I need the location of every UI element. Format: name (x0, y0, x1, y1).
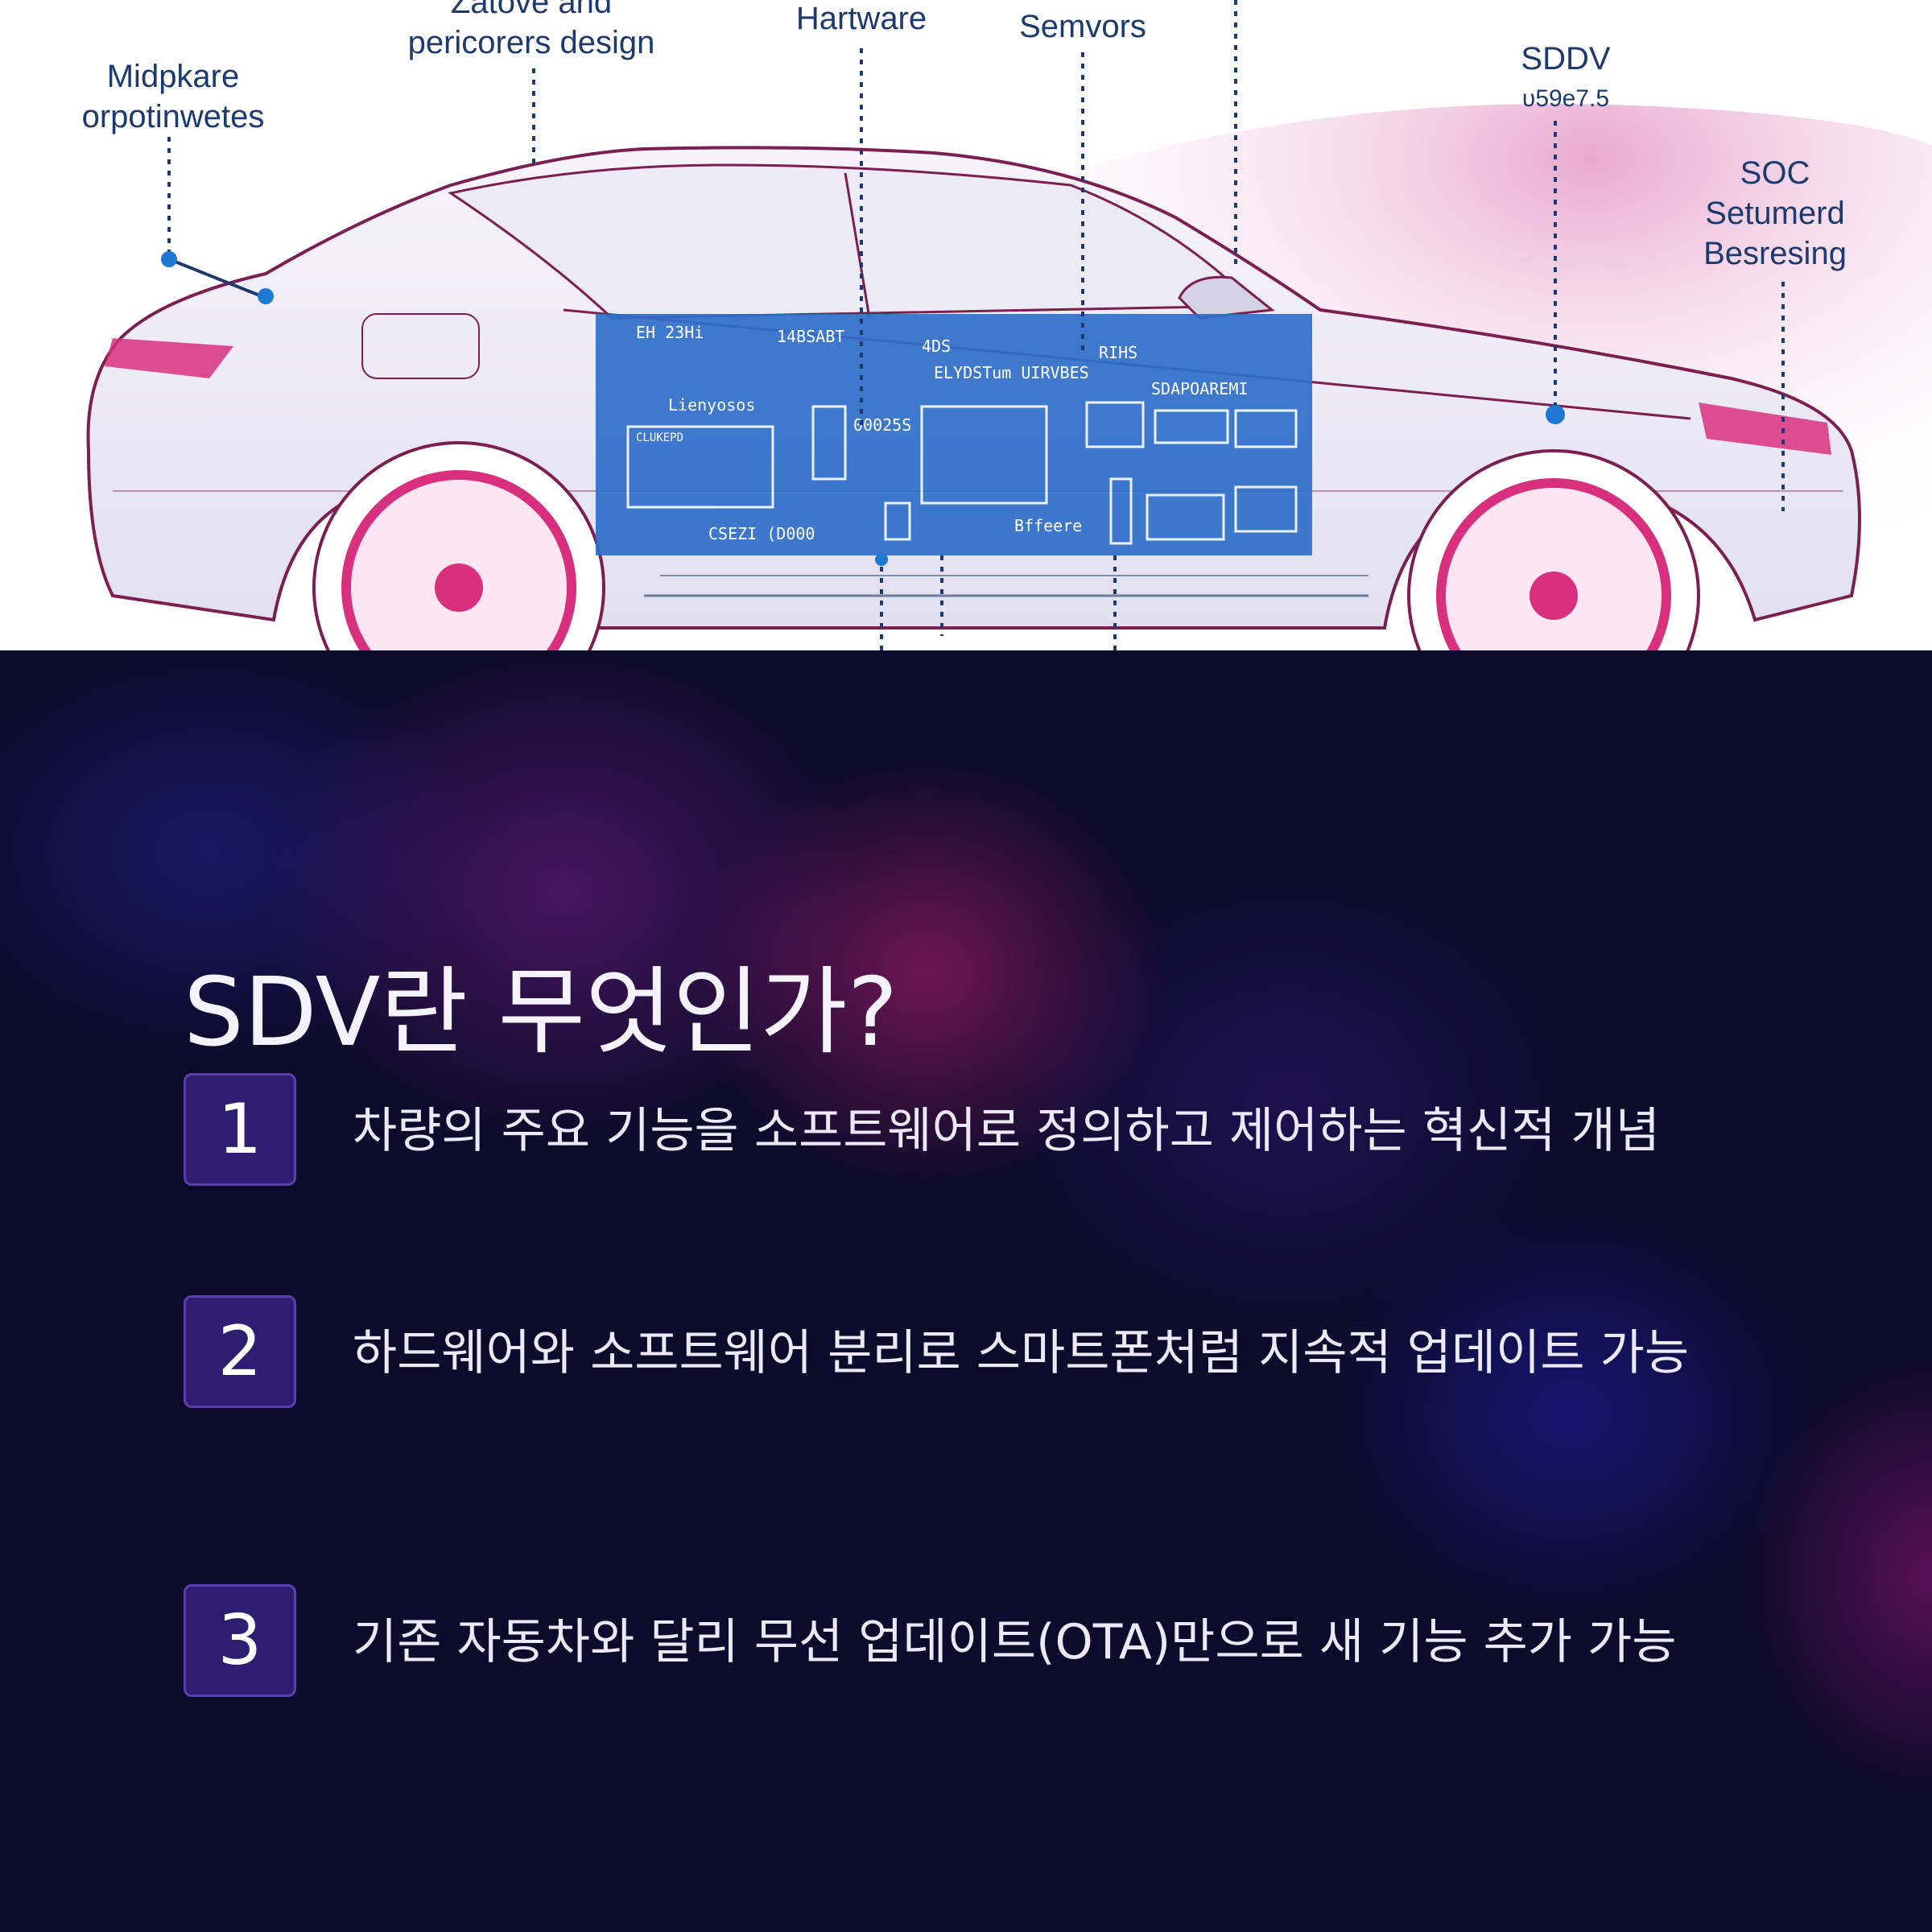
callout-hardware: Hartware (795, 1, 927, 36)
page-title: SDV란 무엇인가? (184, 956, 898, 1068)
tail-light (105, 338, 233, 378)
svg-text:CSEZI (D000: CSEZI (D000 (708, 524, 815, 543)
svg-text:Lienyosos: Lienyosos (668, 395, 755, 415)
svg-text:Bffeere: Bffeere (1014, 516, 1082, 535)
svg-text:14BSABT: 14BSABT (777, 327, 844, 346)
svg-text:4DS: 4DS (922, 336, 951, 356)
list-item-text: 하드웨어와 소프트웨어 분리로 스마트폰처럼 지속적 업데이트 가능 (353, 1325, 1690, 1381)
number-badge: 3 (184, 1584, 296, 1697)
list-item-text: 차량의 주요 기능을 소프트웨어로 정의하고 제어하는 혁신적 개념 (353, 1103, 1660, 1159)
head-light (1699, 402, 1831, 455)
hero-illustration: EH 23Hi 14BSABT 4DS RIHS ELYDSTum UIRVBE… (0, 0, 1932, 650)
number-badge: 1 (184, 1073, 296, 1186)
front-wheel (1407, 449, 1700, 650)
side-mirror (1178, 275, 1275, 320)
callout-soc: SOC Setumerd Besresing (1703, 155, 1847, 271)
callout-sddv: SDDV υ59e7.5 (1521, 41, 1611, 112)
car-illustration: EH 23Hi 14BSABT 4DS RIHS ELYDSTum UIRVBE… (86, 0, 1932, 650)
callout-zatove: Zatove and pericorers design (407, 0, 655, 60)
list-item-text: 기존 자동차와 달리 무선 업데이트(OTA)만으로 새 기능 추가 가능 (353, 1614, 1677, 1670)
car-window (448, 163, 1259, 320)
rear-wheel (312, 441, 605, 650)
svg-text:SDAPOAREMI: SDAPOAREMI (1151, 379, 1248, 398)
panel-label: EH 23Hi (636, 323, 704, 342)
callout-middleware: Midpkare orpotinwetes (81, 59, 265, 134)
callout-sensors: Semvors (1019, 9, 1146, 44)
content-section: SDV란 무엇인가? 1 차량의 주요 기능을 소프트웨어로 정의하고 제어하는… (0, 650, 1932, 1932)
fuel-door (361, 313, 480, 379)
svg-text:00025S: 00025S (853, 415, 911, 435)
svg-text:CLUKEPD: CLUKEPD (636, 431, 683, 444)
system-panel (596, 314, 1312, 555)
number-badge: 2 (184, 1295, 296, 1408)
svg-text:RIHS: RIHS (1099, 343, 1137, 362)
svg-text:ELYDSTum UIRVBES: ELYDSTum UIRVBES (934, 363, 1089, 382)
